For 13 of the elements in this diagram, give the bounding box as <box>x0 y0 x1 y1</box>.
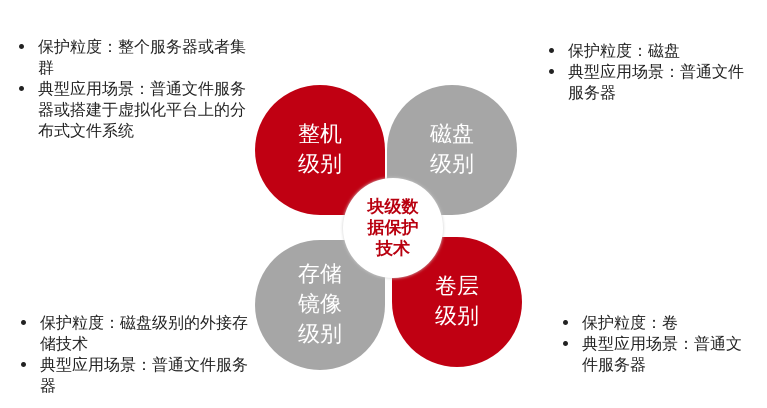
petal-label: 卷层级别 <box>434 273 480 331</box>
petal-label: 整机级别 <box>297 121 343 179</box>
center-title: 块级数据保护技术 <box>366 196 420 260</box>
petal-label: 存储镜像级别 <box>297 261 343 349</box>
bullet-item: 典型应用场景：普通文件服务器 <box>582 333 746 375</box>
bullet-item: 保护粒度：卷 <box>582 312 746 333</box>
bullet-item: 保护粒度：磁盘级别的外接存储技术 <box>40 312 252 354</box>
bullet-item: 典型应用场景：普通文件服务器 <box>568 61 748 103</box>
petal-label: 磁盘级别 <box>429 121 475 179</box>
bullet-item: 保护粒度：整个服务器或者集群 <box>38 36 250 78</box>
bullet-item: 典型应用场景：普通文件服务器或搭建于虚拟化平台上的分布式文件系统 <box>38 78 250 141</box>
bullet-item: 保护粒度：磁盘 <box>568 40 748 61</box>
bullet-item: 典型应用场景：普通文件服务器 <box>40 354 252 396</box>
